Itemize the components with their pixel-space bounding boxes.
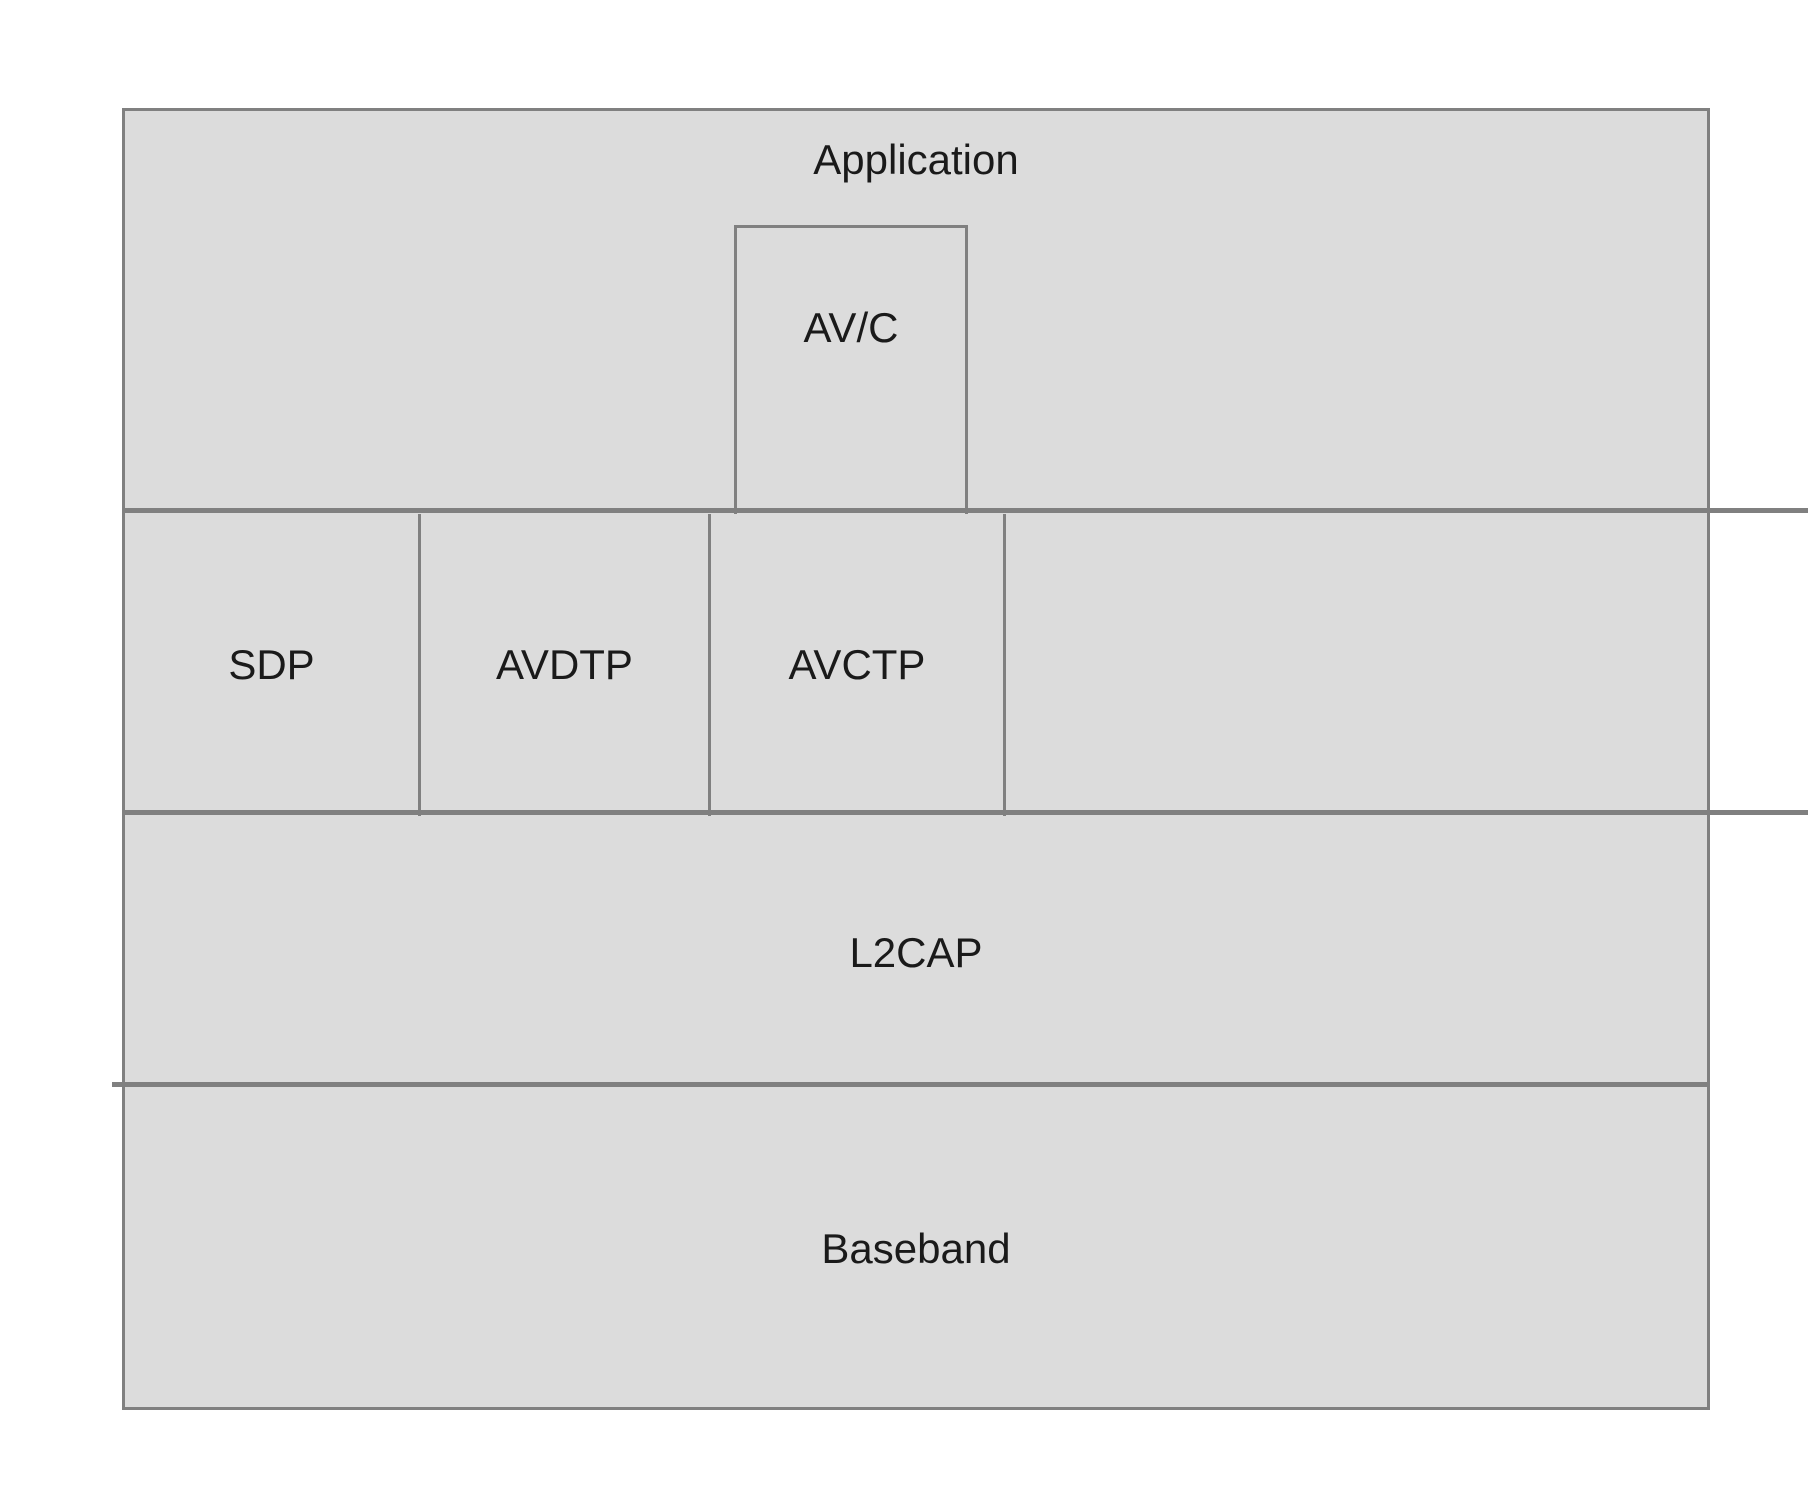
avc-label: AV/C <box>803 304 899 351</box>
protocol-cell-sdp: SDP <box>125 514 418 816</box>
protocol-cell-empty <box>1006 514 1707 816</box>
protocol-separator-1 <box>418 514 421 816</box>
layer-baseband: Baseband <box>125 1090 1707 1407</box>
layer-divider-protocols-l2cap <box>122 810 1808 815</box>
layer-baseband-label: Baseband <box>821 1224 1011 1272</box>
layer-l2cap: L2CAP <box>125 816 1707 1090</box>
protocol-cell-avdtp-label: AVDTP <box>496 641 633 688</box>
protocol-separator-2 <box>708 514 711 816</box>
layer-application: Application AV/C <box>125 111 1707 514</box>
protocol-cell-avctp-label: AVCTP <box>788 641 926 688</box>
layer-l2cap-label: L2CAP <box>849 929 983 976</box>
layer-application-label: Application <box>813 136 1019 183</box>
stack-outer-box: Application AV/C SDP AVDTP AVCTP <box>122 108 1710 1410</box>
protocol-separator-3 <box>1003 514 1006 816</box>
protocol-cell-sdp-label: SDP <box>228 641 315 688</box>
layer-divider-l2cap-baseband <box>112 1082 1710 1087</box>
layer-divider-application-protocols <box>122 508 1808 513</box>
avc-box: AV/C <box>734 225 968 514</box>
layer-protocols: SDP AVDTP AVCTP <box>125 514 1707 816</box>
protocol-cell-avctp: AVCTP <box>711 514 1003 816</box>
protocol-cell-avdtp: AVDTP <box>421 514 708 816</box>
